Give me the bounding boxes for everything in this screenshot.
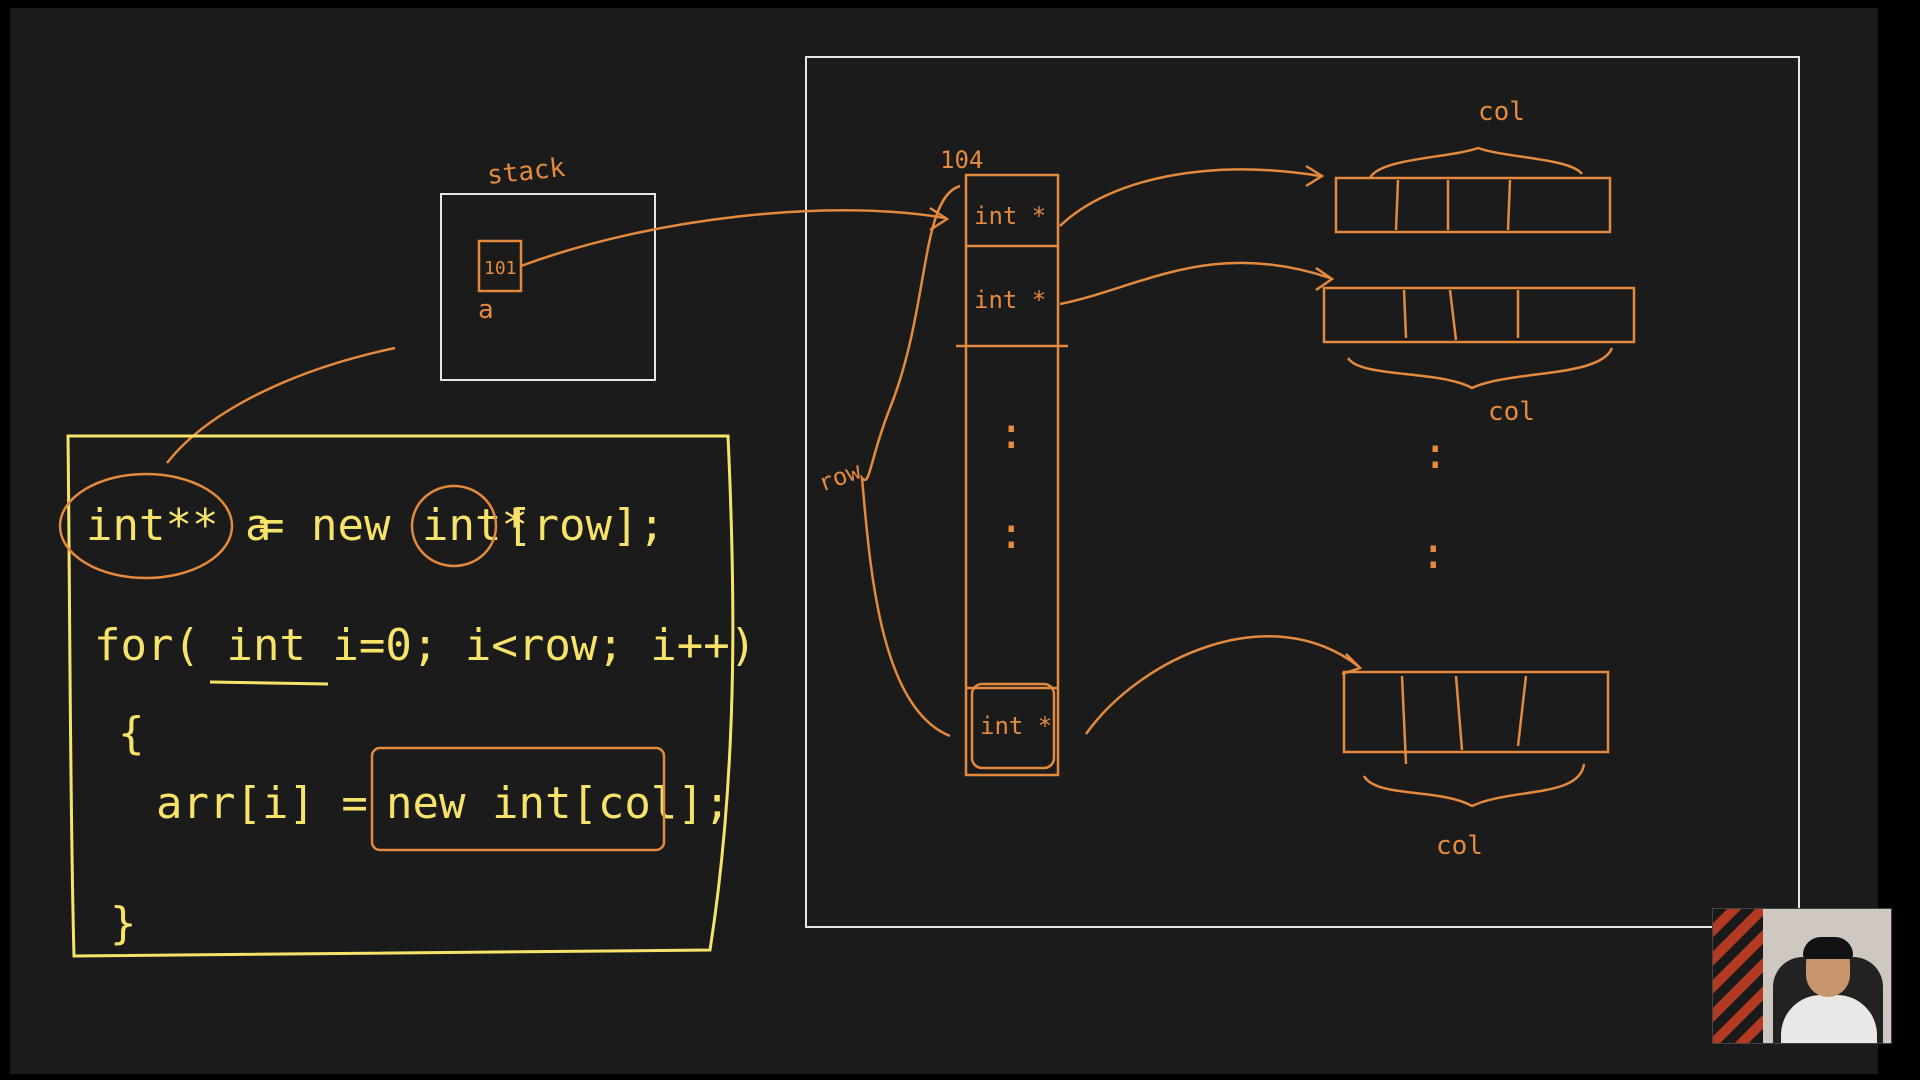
webcam-presenter-body (1781, 995, 1877, 1043)
stack-title: stack (486, 153, 567, 191)
arrow-row-3 (1084, 635, 1359, 735)
webcam-wall (1713, 909, 1763, 1043)
col-label-mid: col (1488, 397, 1535, 427)
code-line1-type: int* (422, 500, 528, 551)
pointer-cell-3: int * (980, 712, 1052, 740)
pointer-cell-1: int * (974, 202, 1046, 230)
row-array-1 (1334, 176, 1612, 234)
code-line4-rhs: new int[col]; (386, 778, 730, 829)
code-line2: for( int i=0; i<row; i++) (94, 620, 756, 671)
brace-top (1368, 146, 1583, 179)
brace-bottom (1362, 763, 1586, 808)
pointer-arrow-to-array (520, 209, 946, 268)
highlight-new-col (370, 746, 666, 852)
stack-box (440, 193, 656, 381)
pointer-array-dots-2: : (998, 508, 1025, 559)
code-line1-new: = new (258, 500, 391, 551)
code-box (66, 434, 735, 958)
code-line1-size: [row]; (506, 500, 665, 551)
rows-dots-1: : (1422, 428, 1449, 479)
arrow-row-2-head (1315, 266, 1335, 292)
arrow-row-1 (1059, 168, 1321, 227)
col-label-top: col (1478, 97, 1525, 127)
brace-mid (1346, 347, 1614, 390)
whiteboard-canvas: stack 101 a int** a = new int* [row]; fo… (58, 56, 1800, 958)
pointer-cell-last-box (970, 682, 1056, 770)
arrow-row-1-head (1305, 164, 1325, 188)
pointer-cell-2: int * (974, 286, 1046, 314)
underline-init (209, 680, 329, 686)
heap-frame (805, 56, 1800, 928)
code-line5: } (110, 898, 137, 949)
stack-cell-value: 101 (484, 258, 517, 279)
rows-dots-2: : (1420, 528, 1447, 579)
array-address: 104 (940, 146, 983, 174)
pointer-array-dots: : (998, 408, 1025, 459)
arrow-row-2 (1059, 261, 1331, 306)
pointer-array (964, 173, 1060, 777)
row-brace (860, 184, 961, 738)
col-label-bottom: col (1436, 831, 1483, 861)
pointer-arrow-head (929, 206, 950, 232)
whiteboard: stack 101 a int** a = new int* [row]; fo… (10, 8, 1878, 1074)
row-array-3 (1342, 670, 1610, 765)
connector-stack-code (166, 346, 396, 464)
code-line1-decl: int** a (86, 500, 271, 551)
circle-type (410, 484, 498, 568)
circle-decl (58, 472, 234, 580)
code-line4-lhs: arr[i] = (156, 778, 368, 829)
webcam-presenter-hair (1803, 937, 1853, 959)
stack-var-label: a (478, 295, 494, 325)
webcam-overlay (1712, 908, 1892, 1044)
row-array-2 (1322, 286, 1636, 344)
row-label: row (814, 456, 865, 497)
code-line3: { (118, 708, 145, 759)
